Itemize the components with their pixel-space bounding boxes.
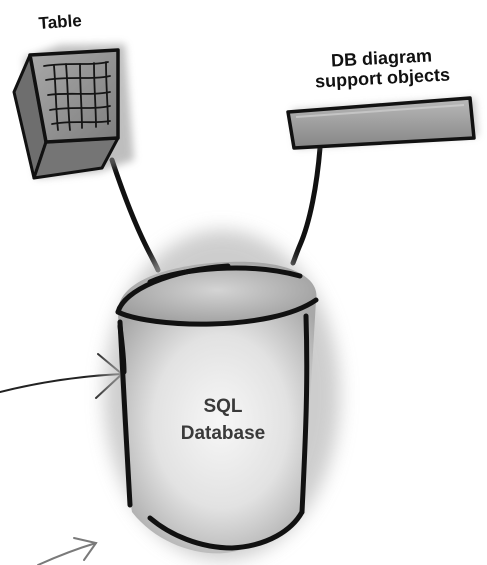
support-objects-bar-icon [286, 96, 478, 150]
connector-table-to-database [109, 157, 161, 273]
database-label-line2: Database [180, 423, 266, 444]
pointer-arrow-left [0, 353, 124, 399]
pointer-arrow-bottom [37, 537, 98, 565]
database-label-line1: SQL [203, 396, 243, 417]
database-label: SQL Database [158, 393, 288, 447]
database-cylinder-icon [104, 230, 340, 560]
table-label: Table [37, 10, 83, 33]
table-grid-icon [12, 44, 134, 180]
connector-support-to-database [290, 145, 323, 266]
